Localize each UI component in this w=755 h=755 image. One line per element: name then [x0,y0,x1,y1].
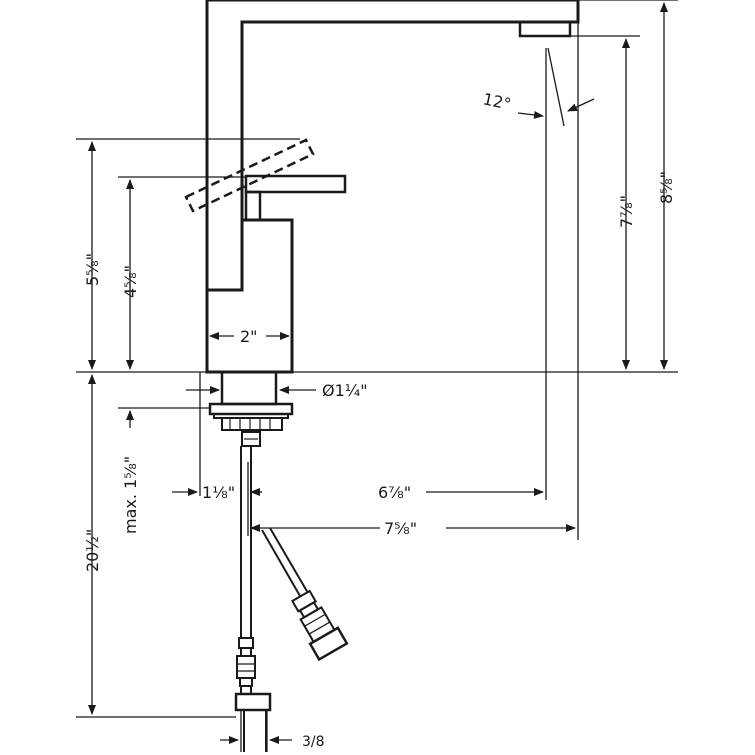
cartridge-stem [244,190,262,222]
label-aerator-height: 7⅞" [617,195,636,228]
label-shank-diameter: Ø1¼" [322,381,368,400]
label-shank-offset: 1⅛" [202,483,235,502]
label-spout-angle: 12° [481,89,513,113]
label-spout-reach: 6⅞" [378,483,411,502]
label-body-width: 2" [240,327,258,346]
label-spout-overall-reach: 7⅝" [384,519,417,538]
lever-raised-position [184,138,315,213]
lever-handle [244,174,347,194]
spout [205,0,580,292]
label-overall-height: 8⅝" [657,171,676,204]
dim-line-spout-angle [517,110,544,119]
label-lever-height: 4⅝" [121,265,140,298]
faucet-body [205,218,294,374]
label-hose-length: 20½" [83,529,102,572]
dimension-lines [76,0,678,752]
base-ring [220,370,278,406]
label-connection-size: 3/8 [302,734,325,750]
label-lever-raised-height: 5⅝" [83,253,102,286]
aerator [518,20,572,38]
mounting-nut [208,402,294,416]
faucet-outline [205,0,580,447]
label-max-deck-thickness: max. 1⅝" [121,456,140,534]
dimension-labels: 12° 7⅞" 8⅝" 5⅝" 4⅝" 2" Ø1¼" max. 1⅝" 1⅛"… [83,89,676,750]
supply-hoses [234,446,349,752]
